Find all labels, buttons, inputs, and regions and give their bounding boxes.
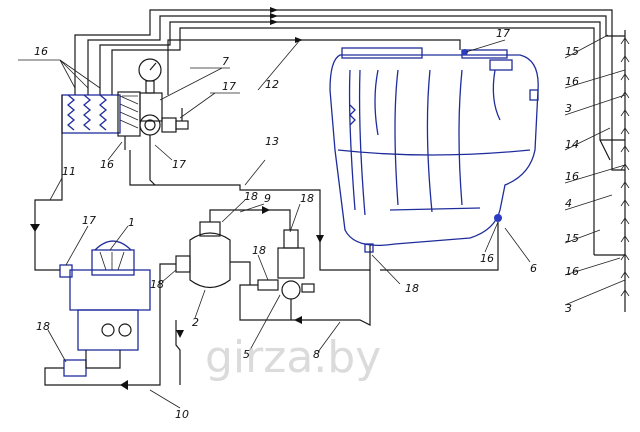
main-tank (329, 47, 539, 253)
label-15-bottom: 15 (565, 232, 579, 245)
label-5: 5 (243, 348, 250, 361)
label-3-top: 3 (565, 102, 572, 115)
label-17-pump: 17 (82, 214, 96, 227)
label-18-valve-left: 18 (252, 244, 266, 257)
pump-unit (59, 240, 151, 377)
pressure-regulator (138, 58, 189, 148)
top-pipes (74, 7, 613, 255)
label-11: 11 (62, 165, 76, 178)
label-16-filter-body: 16 (100, 158, 114, 171)
label-17-valve: 17 (222, 80, 236, 93)
label-13: 13 (265, 135, 279, 148)
label-8: 8 (313, 348, 320, 361)
part-labels: 16 7 17 17 12 15 16 3 13 16 17 14 11 16 … (34, 27, 579, 421)
label-16-top: 16 (565, 75, 579, 88)
label-18-pump: 18 (36, 320, 50, 333)
label-18-chamber-left: 18 (150, 278, 164, 291)
label-7: 7 (222, 55, 229, 68)
spray-boom (594, 30, 630, 312)
filter-block (61, 91, 141, 150)
spring-cartridges (66, 94, 108, 131)
leader-lines (18, 34, 626, 409)
label-17-regulator: 17 (172, 158, 186, 171)
label-15-top: 15 (565, 45, 579, 58)
label-6: 6 (530, 262, 537, 275)
label-1: 1 (128, 216, 135, 229)
label-2: 2 (192, 316, 199, 329)
label-4: 4 (565, 197, 572, 210)
watermark-text: girza.by (205, 332, 381, 383)
label-9: 9 (264, 192, 271, 205)
label-18-tank-outlet: 18 (405, 282, 419, 295)
label-18-valve-top: 18 (300, 192, 314, 205)
connecting-pipes (30, 135, 499, 390)
label-16-bottom: 16 (565, 265, 579, 278)
label-16-tank: 16 (480, 252, 494, 265)
label-3-bottom: 3 (565, 302, 572, 315)
label-12: 12 (265, 78, 279, 91)
label-16-filters: 16 (34, 45, 48, 58)
label-18-chamber: 18 (244, 190, 258, 203)
label-10: 10 (175, 408, 189, 421)
air-chamber (175, 221, 231, 289)
label-17-tank: 17 (496, 27, 510, 40)
label-14: 14 (565, 138, 579, 151)
label-16-mid: 16 (565, 170, 579, 183)
